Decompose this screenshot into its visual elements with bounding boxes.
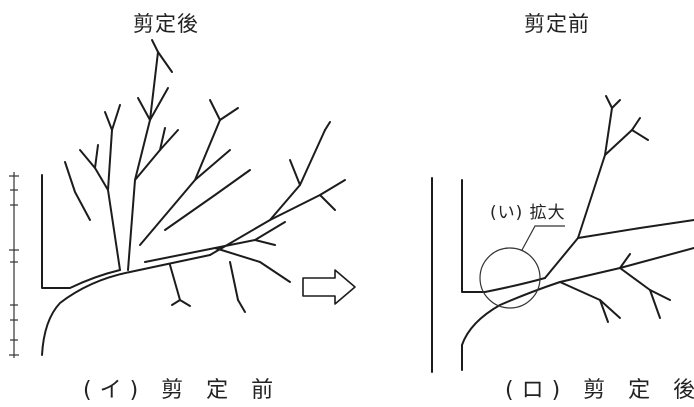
left-top-label: 剪定後 bbox=[133, 12, 199, 36]
tree-after-pruning bbox=[431, 95, 694, 373]
scale-bar bbox=[9, 172, 19, 358]
tree-before-pruning bbox=[41, 39, 346, 356]
enlarge-label: (い) 拡大 bbox=[490, 203, 566, 223]
arrow-right-icon bbox=[302, 269, 356, 305]
left-caption: (イ) 剪 定 前 bbox=[83, 378, 282, 403]
enlarge-marker bbox=[479, 225, 565, 309]
right-top-label: 剪定前 bbox=[524, 12, 590, 36]
right-caption: (ロ) 剪 定 後 bbox=[505, 378, 694, 403]
